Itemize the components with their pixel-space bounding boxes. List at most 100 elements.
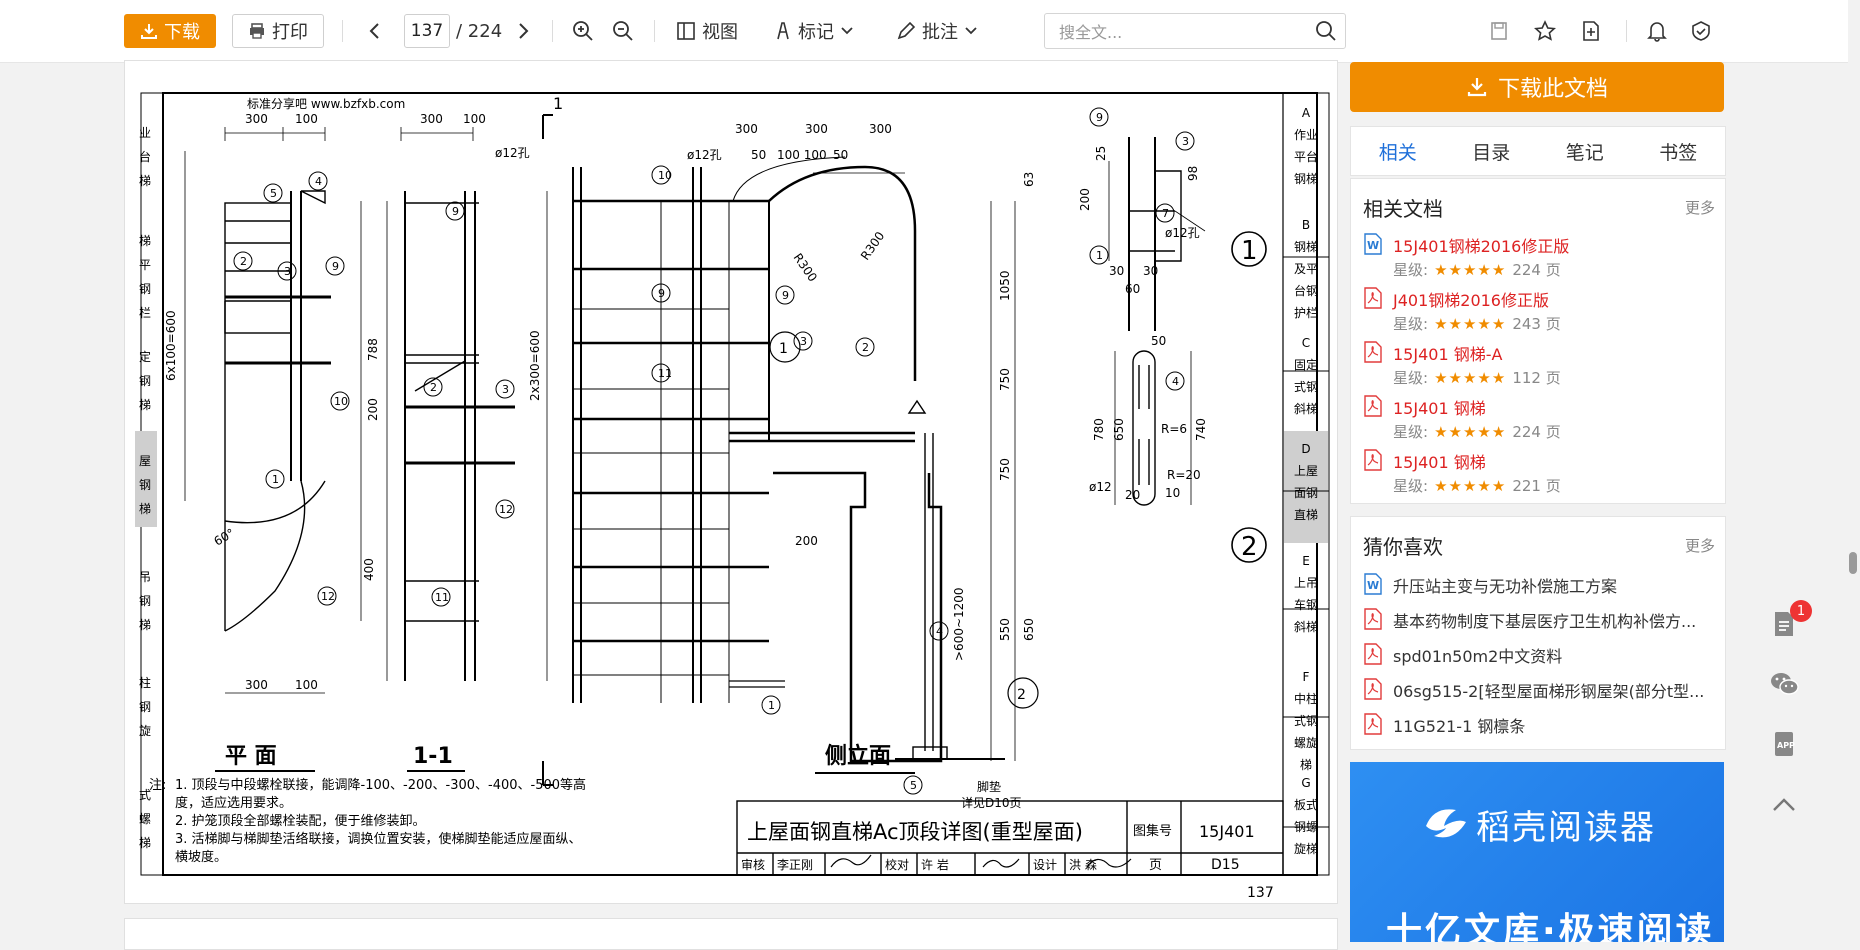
svg-text:100: 100	[295, 678, 318, 692]
svg-text:63: 63	[1022, 172, 1036, 187]
related-docs-heading: 相关文档	[1363, 197, 1443, 221]
wechat-share-button[interactable]	[1768, 668, 1800, 700]
detail-2	[1114, 350, 1267, 563]
doc-list-button[interactable]	[1768, 608, 1800, 640]
recommended-doc-item[interactable]: 基本药物制度下基层医疗卫生机构补偿方...	[1363, 608, 1713, 632]
plan-view	[184, 127, 362, 694]
docer-logo-icon	[1426, 809, 1466, 838]
index-a-line1: 作业	[1294, 128, 1318, 142]
related-doc-title[interactable]: 15J401 钢梯	[1393, 453, 1486, 472]
svg-text:300: 300	[245, 112, 268, 126]
search-button[interactable]	[1315, 20, 1337, 46]
search-input[interactable]	[1057, 20, 1301, 44]
recommended-doc-title[interactable]: 基本药物制度下基层医疗卫生机构补偿方...	[1393, 612, 1697, 631]
prev-page-button[interactable]	[360, 16, 390, 46]
ad-slogan: 十亿文库·极速阅读	[1386, 911, 1715, 942]
side-elevation-labels: 300 300 300 50 100 100 50 ø12孔 R300 R300…	[528, 122, 1036, 810]
notification-button[interactable]	[1642, 16, 1672, 46]
svg-text:栏: 栏	[139, 305, 151, 320]
svg-text:11: 11	[435, 591, 449, 604]
recommended-doc-item[interactable]: 06sg515-2[轻型屋面梯形钢屋架(部分t型...	[1363, 678, 1713, 702]
guess-you-like-card: 猜你喜欢 更多 W 升压站主变与无功补偿施工方案 基本药物制度下基层医疗卫生机构…	[1350, 516, 1726, 750]
recommended-doc-title[interactable]: spd01n50m2中文资料	[1393, 647, 1563, 666]
document-page-number: 137	[1247, 885, 1274, 901]
back-to-top-button[interactable]	[1768, 788, 1800, 820]
download-button[interactable]: 下载	[124, 14, 216, 48]
index-f-line4: 梯	[1300, 758, 1312, 772]
search-box	[1044, 13, 1346, 49]
svg-text:750: 750	[998, 368, 1012, 391]
svg-text:20: 20	[1125, 488, 1140, 502]
svg-text:12: 12	[321, 590, 335, 603]
view-menu[interactable]: 视图	[676, 16, 738, 46]
zoom-in-button[interactable]	[568, 16, 598, 46]
reader-ad-banner[interactable]: 稻壳阅读器 十亿文库·极速阅读	[1350, 762, 1724, 942]
recommended-doc-title[interactable]: 升压站主变与无功补偿施工方案	[1393, 577, 1618, 596]
svg-text:A: A	[1302, 106, 1311, 120]
app-download-button[interactable]: APP	[1768, 728, 1800, 760]
svg-text:屋: 屋	[139, 454, 151, 468]
chevron-up-icon	[1773, 798, 1795, 811]
svg-text:12: 12	[499, 503, 513, 516]
guess-more-link[interactable]: 更多	[1684, 537, 1715, 555]
next-page-button[interactable]	[508, 16, 538, 46]
svg-text:台: 台	[139, 149, 151, 164]
related-docs-card: 相关文档 更多 W 15J401钢梯2016修正版 星级:★★★★★224 页 …	[1350, 178, 1726, 504]
related-more-link[interactable]: 更多	[1684, 199, 1715, 217]
index-g-line3: 旋梯	[1294, 842, 1318, 856]
document-list-icon	[1775, 612, 1793, 636]
verified-button[interactable]	[1686, 16, 1716, 46]
top-toolbar: 下载 打印 / 224 视图 标记 批注	[0, 0, 1860, 63]
page-number-input[interactable]	[404, 14, 450, 48]
svg-text:30: 30	[1143, 264, 1158, 278]
index-a-line3: 钢梯	[1294, 172, 1318, 186]
pdf-icon	[1364, 341, 1382, 363]
svg-text:R=20: R=20	[1167, 468, 1201, 482]
page-total: / 224	[456, 20, 503, 42]
svg-text:APP: APP	[1777, 741, 1795, 750]
svg-text:2: 2	[240, 255, 247, 268]
watermark-text: 标准分享吧 www.bzfxb.com	[247, 96, 405, 111]
svg-text:5: 5	[910, 779, 917, 792]
download-document-button[interactable]: 下载此文档	[1350, 62, 1724, 112]
recommended-doc-item[interactable]: 11G521-1 钢檩条	[1363, 713, 1713, 737]
toolbar-divider	[1626, 20, 1627, 42]
related-doc-title[interactable]: 15J401 钢梯	[1393, 399, 1486, 418]
download-icon	[1467, 78, 1487, 97]
tab-contents[interactable]: 目录	[1472, 141, 1511, 164]
tab-bookmarks[interactable]: 书签	[1659, 141, 1698, 164]
recommended-doc-item[interactable]: spd01n50m2中文资料	[1363, 643, 1713, 667]
doc-list-badge: 1	[1790, 600, 1812, 622]
recommended-doc-title[interactable]: 11G521-1 钢檩条	[1393, 717, 1526, 736]
svg-text:2: 2	[430, 381, 437, 394]
annotate-icon	[897, 21, 916, 40]
tab-notes[interactable]: 笔记	[1565, 141, 1604, 164]
related-doc-meta: 星级:★★★★★224 页	[1393, 422, 1561, 442]
add-to-library-button[interactable]	[1576, 16, 1606, 46]
svg-text:钢: 钢	[139, 478, 151, 492]
page-label: 页	[1149, 858, 1162, 873]
related-doc-title[interactable]: 15J401钢梯2016修正版	[1393, 237, 1570, 256]
index-f-line1: 中柱	[1294, 691, 1318, 706]
svg-text:校对: 校对	[885, 857, 909, 872]
pdf-icon	[1364, 643, 1382, 665]
scrollbar-thumb[interactable]	[1849, 552, 1857, 574]
zoom-out-button[interactable]	[608, 16, 638, 46]
related-doc-title[interactable]: J401钢梯2016修正版	[1393, 291, 1549, 310]
page-scrollbar[interactable]	[1848, 0, 1860, 940]
print-button[interactable]: 打印	[232, 14, 324, 48]
svg-text:D: D	[1301, 442, 1310, 456]
tab-related[interactable]: 相关	[1378, 141, 1417, 164]
recommended-doc-item[interactable]: W 升压站主变与无功补偿施工方案	[1363, 573, 1713, 597]
svg-text:50: 50	[751, 148, 766, 162]
mark-menu[interactable]: 标记	[774, 16, 854, 46]
section-view-labels: 300 100 ø12孔 788 200 1 9 2 3 12 11	[366, 94, 563, 604]
index-f-line2: 式钢	[1294, 714, 1318, 728]
save-button[interactable]	[1484, 16, 1514, 46]
svg-text:审核: 审核	[741, 857, 765, 872]
related-doc-title[interactable]: 15J401 钢梯-A	[1393, 345, 1503, 364]
recommended-doc-title[interactable]: 06sg515-2[轻型屋面梯形钢屋架(部分t型...	[1393, 682, 1705, 701]
annotate-menu[interactable]: 批注	[896, 16, 978, 46]
favorite-button[interactable]	[1530, 16, 1560, 46]
svg-text:钢: 钢	[139, 594, 151, 608]
